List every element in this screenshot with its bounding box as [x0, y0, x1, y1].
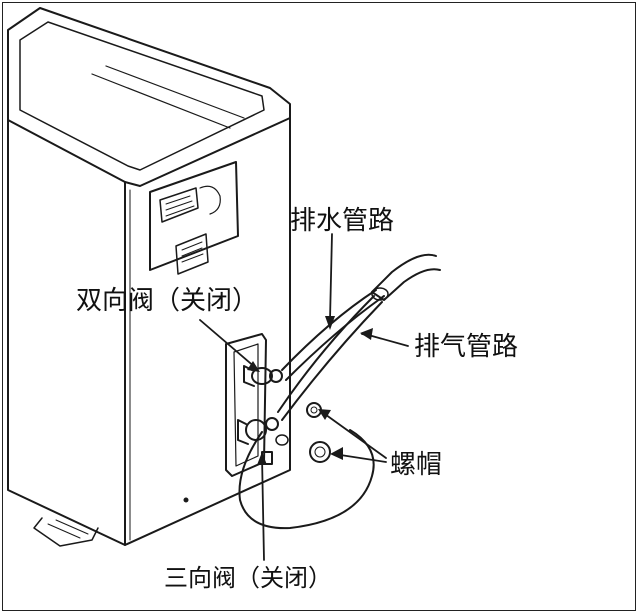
unit-side-face — [124, 117, 291, 546]
terminal-block — [175, 233, 209, 275]
label-exhaust-pipe: 排气管路 — [414, 332, 519, 362]
drain-pipe — [281, 289, 377, 371]
label-cap-nut: 螺帽 — [390, 450, 443, 480]
leader-threeway — [261, 455, 265, 561]
unit-top-inner — [19, 21, 265, 171]
cap-nut-lower — [309, 441, 331, 463]
label-drain-pipe: 排水管路 — [290, 206, 395, 236]
control-panel-window — [149, 161, 239, 271]
unit-left-face — [7, 119, 126, 546]
two-way-valve — [243, 365, 283, 387]
leader-twoway — [199, 319, 257, 369]
leader-drain — [329, 233, 333, 321]
exhaust-pipe — [277, 295, 375, 413]
label-three-way-valve: 三向阀（关闭） — [164, 564, 332, 592]
loop-pipe — [238, 429, 375, 530]
valve-cover-plate — [225, 333, 267, 477]
unit-top-panel — [7, 7, 291, 187]
label-two-way-valve: 双向阀（关闭） — [76, 286, 259, 316]
unit-foot — [33, 517, 99, 547]
leader-nut-a — [321, 411, 387, 459]
drain-hose — [371, 253, 441, 301]
